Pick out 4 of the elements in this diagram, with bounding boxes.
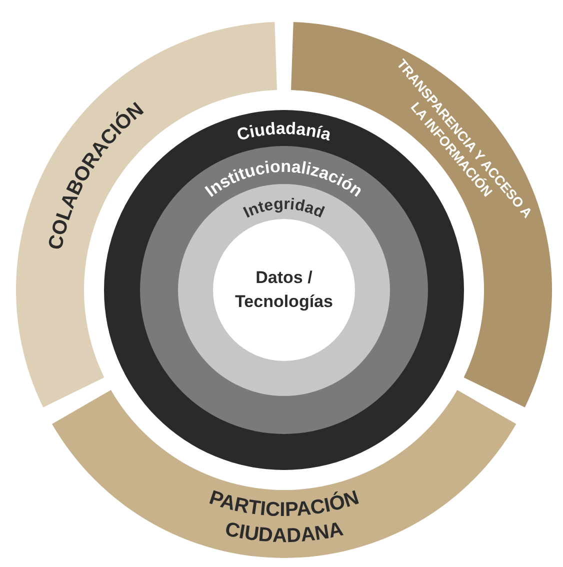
center-label: Datos / Tecnologías [234,267,334,313]
ring-label: Ciudadanía [235,118,334,144]
ring-label: Integridad [241,196,327,222]
segment-label: PARTICIPACIÓN CIUDADANA [206,486,362,548]
